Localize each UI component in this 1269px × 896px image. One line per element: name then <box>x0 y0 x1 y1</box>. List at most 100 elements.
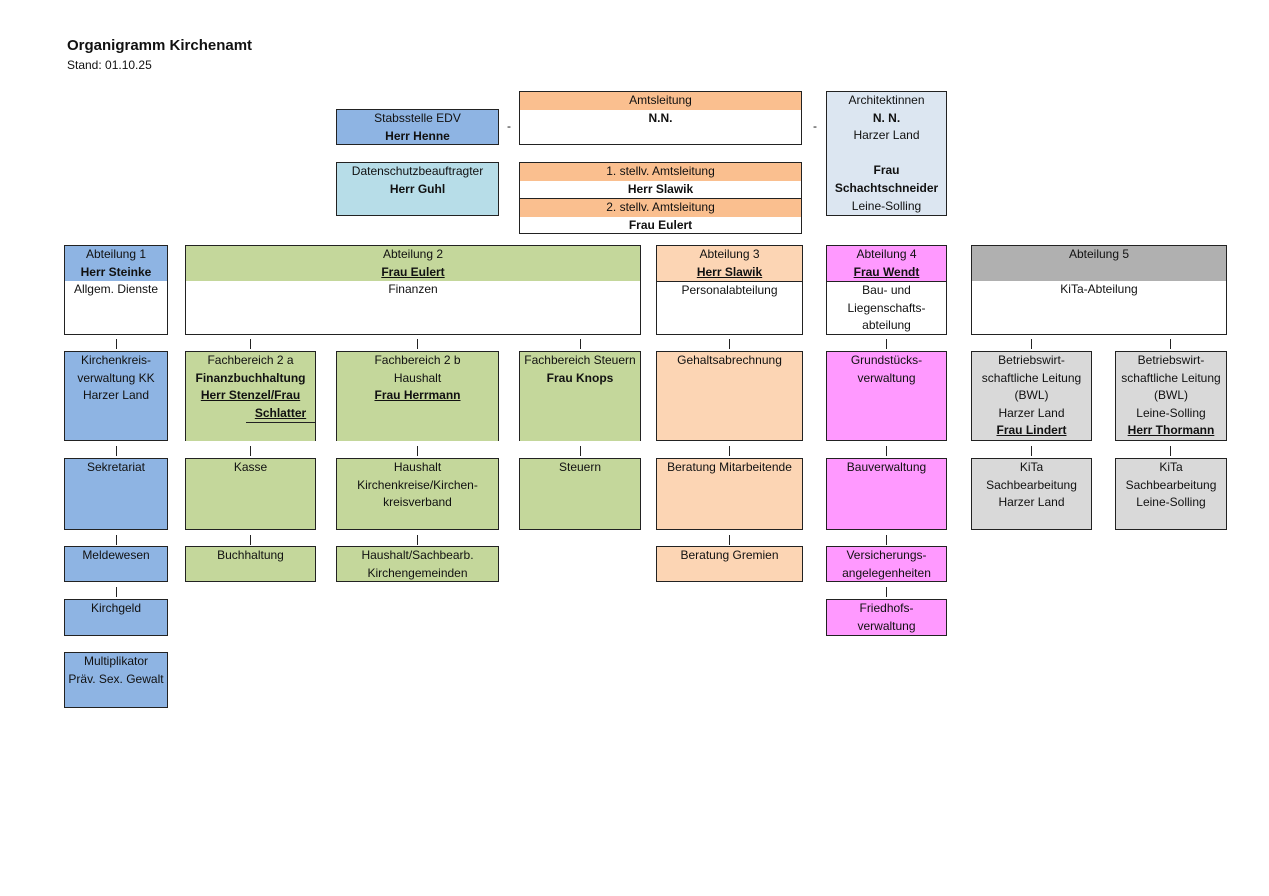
unit-line: Leine-Solling <box>1136 405 1206 420</box>
unit-line: Harzer Land <box>998 405 1065 420</box>
unit-person: Frau Herrmann <box>374 388 461 403</box>
connector <box>250 339 251 349</box>
unit-bwl-harzer-land: Betriebswirt- schaftliche Leitung (BWL) … <box>971 351 1092 441</box>
unit-line: Sachbearbeitung <box>1125 477 1217 492</box>
department-area: abteilung <box>862 318 911 333</box>
architekt-region1: Harzer Land <box>853 128 920 143</box>
unit-line: Kirchenkreis- <box>80 353 152 367</box>
architekt-region2: Leine-Solling <box>851 198 922 213</box>
department-3: Abteilung 3 Herr Slawik Personalabteilun… <box>656 245 803 335</box>
unit-line: Sekretariat <box>86 460 146 474</box>
department-2: Abteilung 2 Frau Eulert Finanzen <box>185 245 641 335</box>
unit-kasse: Kasse <box>185 458 316 530</box>
unit-person: Schlatter <box>246 405 315 424</box>
stellv1-role: 1. stellv. Amtsleitung <box>520 163 801 181</box>
connector <box>417 339 418 349</box>
unit-fachbereich-steuern: Fachbereich Steuern Frau Knops <box>519 351 641 441</box>
unit-sekretariat: Sekretariat <box>64 458 168 530</box>
datenschutz-role: Datenschutzbeauftragter <box>351 164 484 178</box>
unit-gehaltsabrechnung: Gehaltsabrechnung <box>656 351 803 441</box>
connector <box>1031 339 1032 349</box>
department-name: Abteilung 3 <box>699 247 760 261</box>
connector <box>1170 339 1171 349</box>
unit-bauverwaltung: Bauverwaltung <box>826 458 947 530</box>
unit-line: Betriebswirt- <box>1137 353 1205 367</box>
department-head: Frau Wendt <box>853 264 920 279</box>
dash-left: - <box>507 119 511 133</box>
unit-line: Multiplikator <box>83 654 149 668</box>
unit-meldewesen: Meldewesen <box>64 546 168 582</box>
unit-line: Kirchenkreise/Kirchen- <box>357 477 478 492</box>
connector <box>116 446 117 456</box>
department-area: Liegenschafts- <box>847 300 926 315</box>
unit-kita-harzer-land: KiTa Sachbearbeitung Harzer Land <box>971 458 1092 530</box>
unit-title: Fachbereich 2 b <box>374 353 461 367</box>
unit-person: Frau Knops <box>546 370 614 385</box>
unit-line: Harzer Land <box>998 495 1065 510</box>
architekt-role: Architektinnen <box>848 93 925 107</box>
box-architektinnen: Architektinnen N. N. Harzer Land Frau Sc… <box>826 91 947 216</box>
unit-line: Präv. Sex. Gewalt <box>68 671 164 686</box>
stellv2-person: Frau Eulert <box>628 217 693 232</box>
department-name: Abteilung 4 <box>856 247 917 261</box>
connector <box>1170 446 1171 456</box>
department-name: Abteilung 5 <box>1068 247 1130 261</box>
stellv1-person: Herr Slawik <box>520 181 801 200</box>
architekt-person2b: Schachtschneider <box>834 180 939 195</box>
connector <box>116 587 117 597</box>
connector <box>1031 446 1032 456</box>
connector <box>116 339 117 349</box>
architekt-person1: N. N. <box>872 110 901 125</box>
connector <box>250 535 251 545</box>
unit-title: Fachbereich Steuern <box>524 353 636 367</box>
unit-line: Buchhaltung <box>217 548 284 562</box>
unit-line: schaftliche Leitung <box>1121 370 1221 385</box>
unit-person: Herr Stenzel/Frau <box>200 388 301 403</box>
unit-line: Harzer Land <box>82 388 150 403</box>
architekt-person2a: Frau <box>873 163 900 178</box>
unit-line: (BWL) <box>1154 388 1188 403</box>
unit-line: Versicherungs- <box>846 548 927 562</box>
unit-beratung-gremien: Beratung Gremien <box>656 546 803 582</box>
unit-beratung-mitarbeitende: Beratung Mitarbeitende <box>656 458 803 530</box>
department-head: Herr Slawik <box>696 264 763 279</box>
unit-fachbereich-2b: Fachbereich 2 b Haushalt Frau Herrmann <box>336 351 499 441</box>
unit-steuern: Steuern <box>519 458 641 530</box>
unit-line: (BWL) <box>1014 388 1049 403</box>
dash-right: - <box>813 119 817 133</box>
unit-line: Gehaltsabrechnung <box>677 353 782 367</box>
unit-person: Herr Thormann <box>1127 423 1215 438</box>
connector <box>250 446 251 456</box>
connector <box>886 446 887 456</box>
unit-line: schaftliche Leitung <box>981 370 1082 385</box>
unit-haushalt-kirchenkreise: Haushalt Kirchenkreise/Kirchen- kreisver… <box>336 458 499 530</box>
unit-line: Steuern <box>558 460 602 474</box>
department-head: Frau Eulert <box>381 264 445 279</box>
unit-line: angelegenheiten <box>842 565 931 580</box>
unit-bwl-leine-solling: Betriebswirt- schaftliche Leitung (BWL) … <box>1115 351 1227 441</box>
unit-friedhofsverwaltung: Friedhofs- verwaltung <box>826 599 947 636</box>
unit-line: Sachbearbeitung <box>986 477 1077 492</box>
connector <box>886 339 887 349</box>
connector <box>417 446 418 456</box>
unit-line: verwaltung KK <box>77 370 155 385</box>
unit-line: Meldewesen <box>82 548 150 562</box>
amtsleitung-role: Amtsleitung <box>520 92 801 110</box>
unit-kita-leine-solling: KiTa Sachbearbeitung Leine-Solling <box>1115 458 1227 530</box>
unit-line: Kirchengemeinden <box>367 565 468 580</box>
department-area: Allgem. Dienste <box>73 282 159 297</box>
stand-date: Stand: 01.10.25 <box>67 58 152 72</box>
connector <box>729 339 730 349</box>
edv-person: Herr Henne <box>385 128 450 143</box>
unit-subtitle: Haushalt <box>393 370 442 385</box>
unit-multiplikator: Multiplikator Präv. Sex. Gewalt <box>64 652 168 708</box>
unit-kirchenkreisverwaltung: Kirchenkreis- verwaltung KK Harzer Land <box>64 351 168 441</box>
unit-kirchgeld: Kirchgeld <box>64 599 168 636</box>
unit-line: Friedhofs- <box>859 601 914 615</box>
unit-line: Bauverwaltung <box>846 460 927 474</box>
department-4: Abteilung 4 Frau Wendt Bau- und Liegensc… <box>826 245 947 335</box>
page-title: Organigramm Kirchenamt <box>67 37 253 54</box>
department-1: Abteilung 1 Herr Steinke Allgem. Dienste <box>64 245 168 335</box>
unit-line: Kirchgeld <box>90 601 142 615</box>
unit-line: verwaltung <box>857 618 916 633</box>
